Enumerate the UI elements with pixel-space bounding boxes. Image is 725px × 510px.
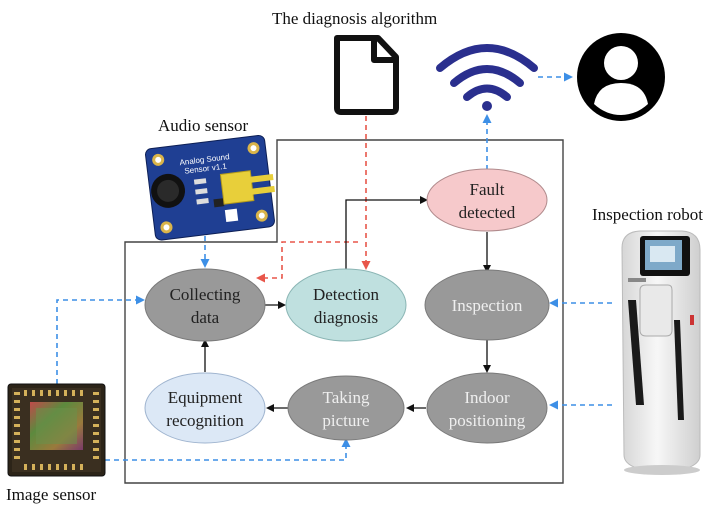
node-collecting-line2: data	[191, 308, 220, 327]
wifi-icon	[436, 44, 538, 111]
node-detection-line2: diagnosis	[314, 308, 378, 327]
process-frame	[124, 139, 564, 484]
node-collecting-line1: Collecting	[170, 285, 241, 304]
node-fault-detected: Fault detected	[426, 168, 548, 232]
image-sensor-image	[7, 383, 106, 477]
node-indoor-positioning: Indoor positioning	[426, 372, 548, 444]
user-icon	[577, 33, 665, 121]
node-taking-picture: Taking picture	[287, 375, 405, 441]
image-to-taking-arrow	[105, 438, 351, 461]
node-fault-line2: detected	[459, 203, 516, 222]
node-collecting-data: Collecting data	[144, 268, 266, 342]
node-equipment-recognition: Equipment recognition	[144, 372, 266, 444]
detection-to-fault-arrow	[345, 196, 428, 270]
node-indoor-line1: Indoor	[464, 388, 510, 407]
node-taking-line1: Taking	[323, 388, 370, 407]
document-icon	[334, 35, 399, 115]
node-fault-line1: Fault	[470, 180, 505, 199]
node-inspection-line1: Inspection	[452, 296, 523, 315]
image-to-collecting-arrow	[56, 295, 145, 384]
image-sensor-label: Image sensor	[6, 485, 97, 504]
node-detection-line1: Detection	[313, 285, 380, 304]
inspection-robot-image	[621, 230, 701, 475]
node-detection-diagnosis: Detection diagnosis	[285, 268, 407, 342]
node-inspection: Inspection	[424, 269, 550, 341]
node-equipment-line2: recognition	[166, 411, 244, 430]
audio-sensor-label: Audio sensor	[158, 116, 249, 135]
inspection-robot-label: Inspection robot	[592, 205, 703, 224]
node-indoor-line2: positioning	[449, 411, 526, 430]
node-taking-line2: picture	[322, 411, 369, 430]
node-equipment-line1: Equipment	[168, 388, 243, 407]
audio-sensor-image: Analog Sound Sensor v1.1	[145, 134, 275, 241]
algorithm-label: The diagnosis algorithm	[272, 9, 437, 28]
detection-feedback-arrow	[256, 241, 358, 283]
